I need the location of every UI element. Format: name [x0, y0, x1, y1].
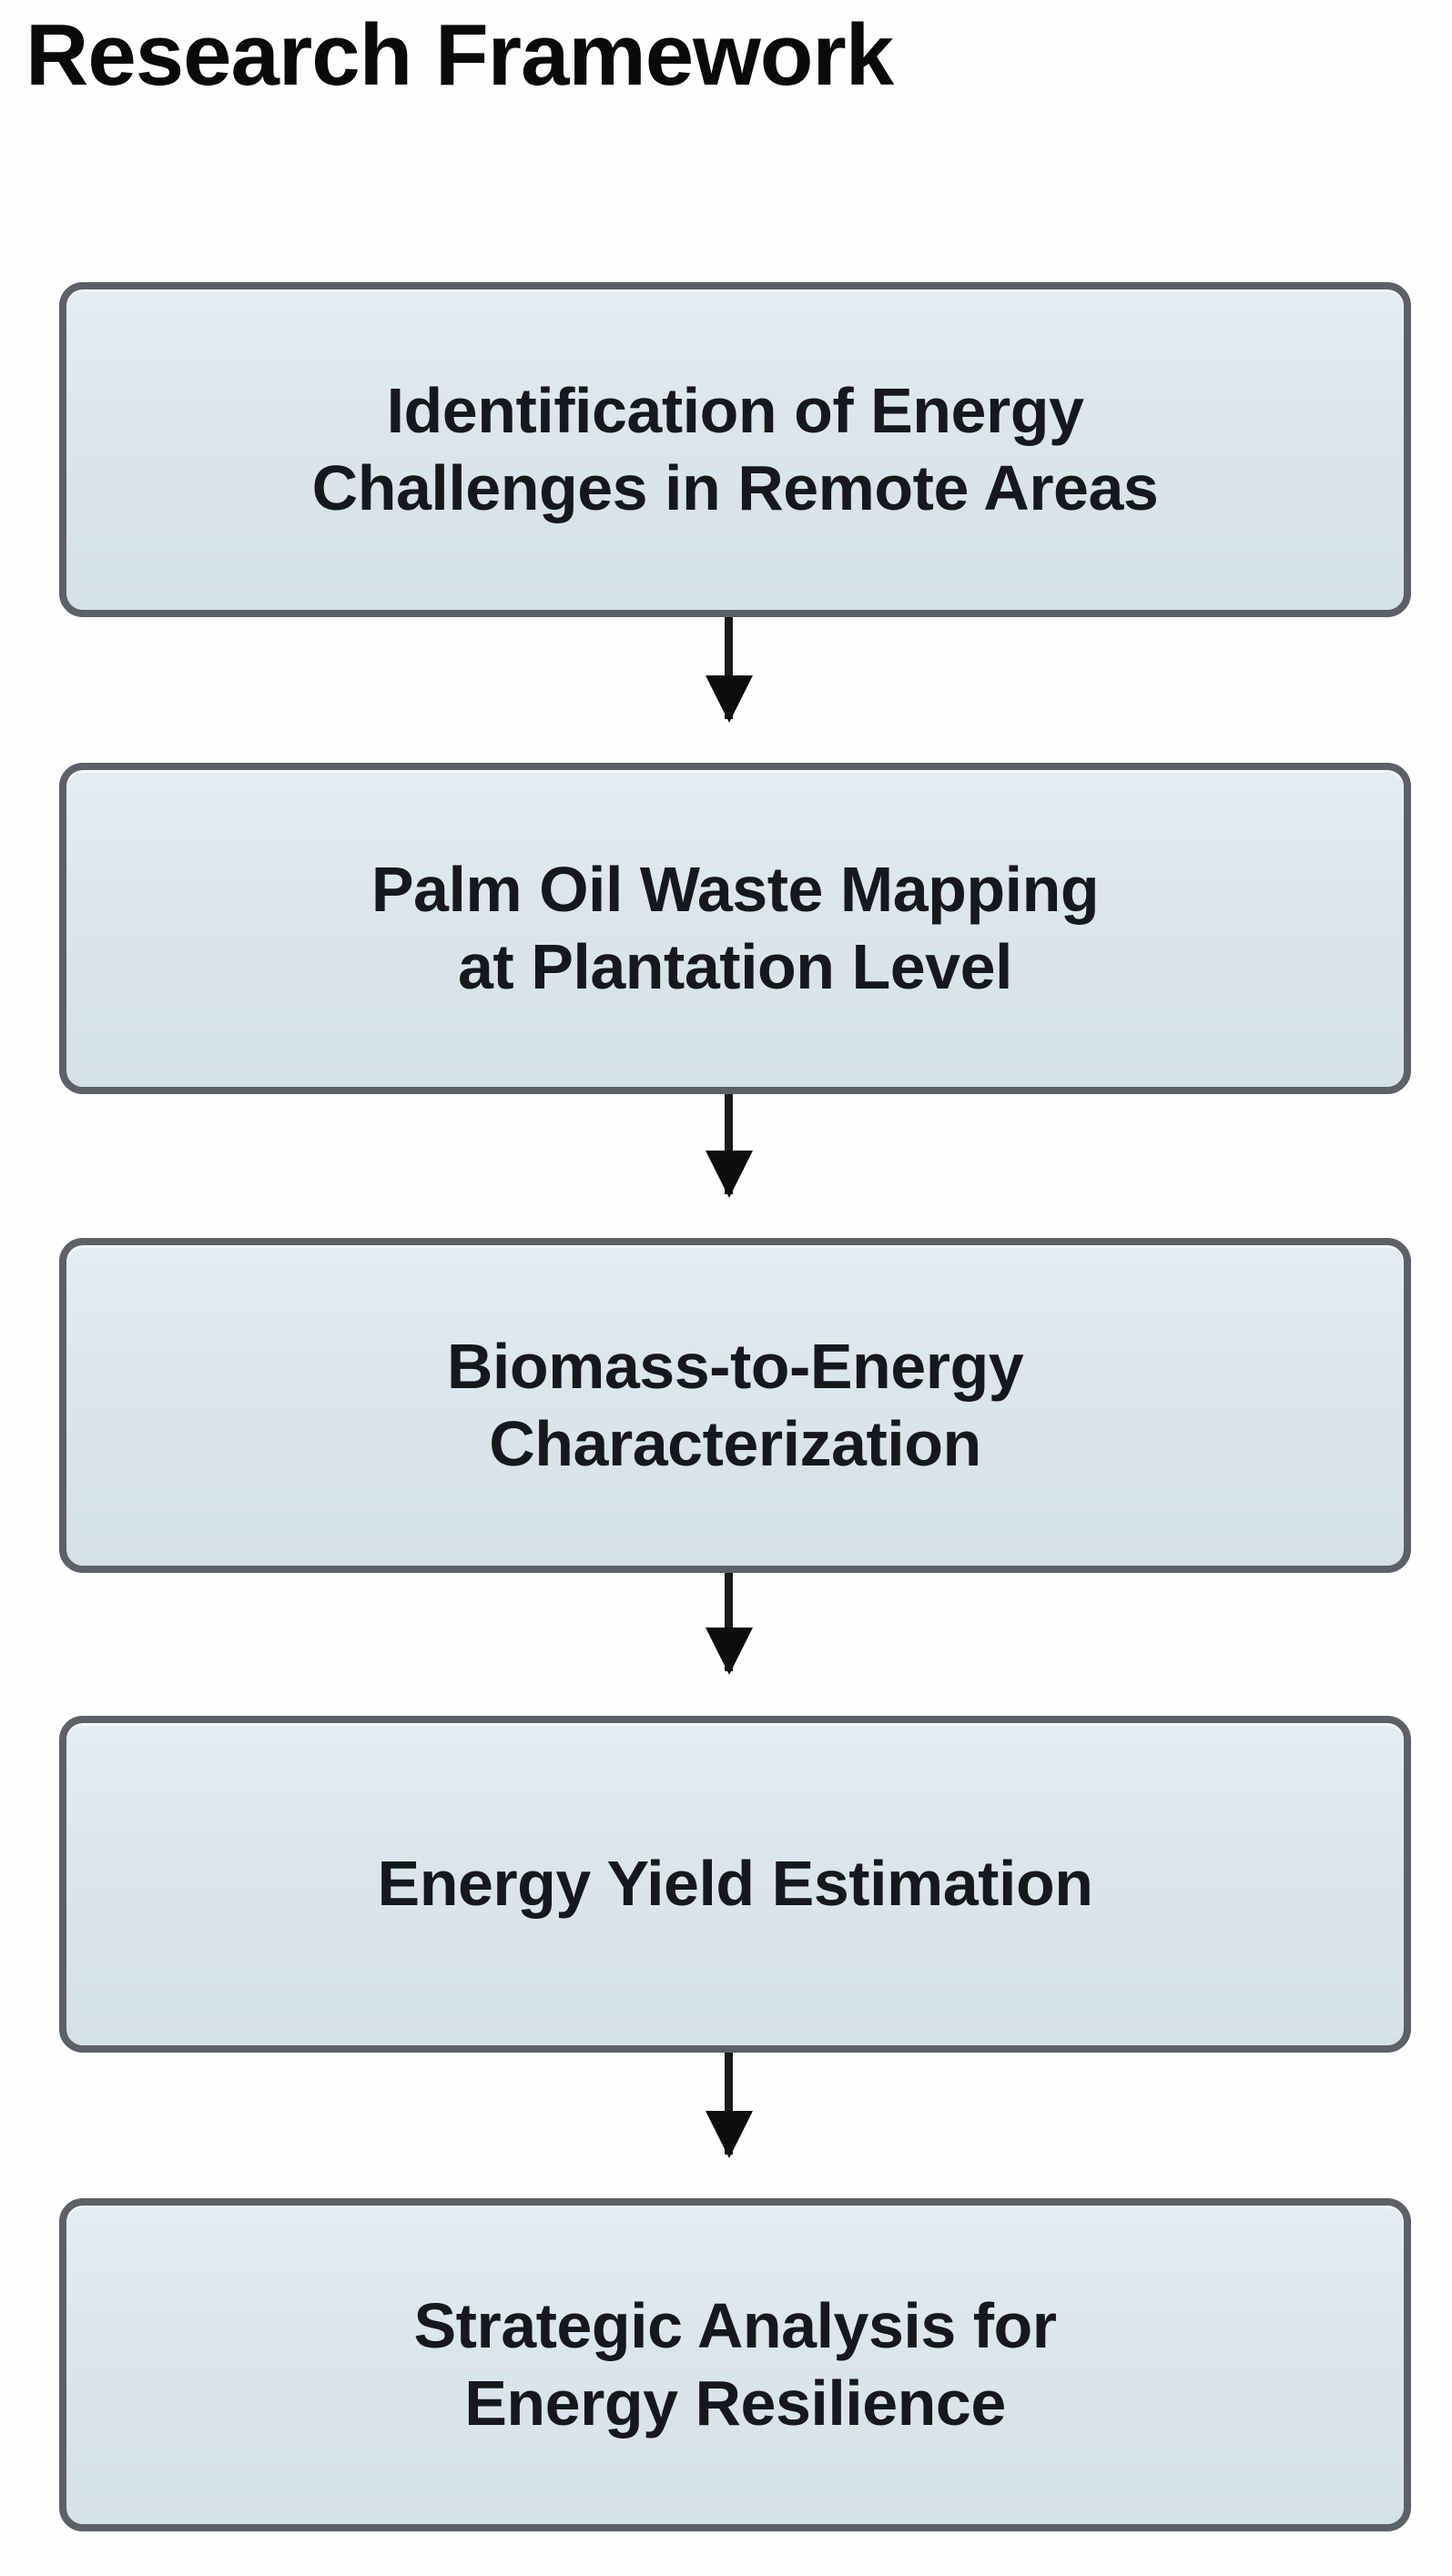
flow-node-3-line-2: Characterization [489, 1408, 981, 1479]
page-title: Research Framework [25, 6, 894, 104]
down-arrow-icon-2-to-3 [725, 1094, 733, 1194]
flow-node-3-line-1: Biomass-to-Energy [446, 1330, 1024, 1402]
flow-node-palm-oil-waste-mapping[interactable]: Palm Oil Waste Mapping at Plantation Lev… [59, 763, 1411, 1094]
flow-node-4-line-1: Energy Yield Estimation [377, 1848, 1093, 1920]
flow-node-1-line-2: Challenges in Remote Areas [311, 452, 1159, 523]
flow-node-5-text: Strategic Analysis for Energy Resilience [390, 2287, 1080, 2443]
flow-node-biomass-to-energy-characterization[interactable]: Biomass-to-Energy Characterization [59, 1238, 1411, 1573]
down-arrow-icon-1-to-2 [725, 617, 733, 719]
flow-node-2-line-2: at Plantation Level [458, 931, 1012, 1002]
flow-node-5-line-2: Energy Resilience [464, 2368, 1006, 2439]
flow-node-1-line-1: Identification of Energy [386, 374, 1084, 446]
flow-node-5-line-1: Strategic Analysis for [413, 2289, 1057, 2361]
flow-node-2-text: Palm Oil Waste Mapping at Plantation Lev… [348, 851, 1122, 1007]
flow-node-2-line-1: Palm Oil Waste Mapping [371, 853, 1100, 925]
down-arrow-icon-4-to-5 [725, 2053, 733, 2155]
flow-node-3-text: Biomass-to-Energy Characterization [423, 1328, 1047, 1484]
flow-node-energy-yield-estimation[interactable]: Energy Yield Estimation [59, 1716, 1411, 2053]
flow-node-identification-of-energy-challenges[interactable]: Identification of Energy Challenges in R… [59, 282, 1411, 617]
down-arrow-icon-3-to-4 [725, 1573, 733, 1671]
flow-node-4-text: Energy Yield Estimation [354, 1845, 1117, 1922]
flow-node-1-text: Identification of Energy Challenges in R… [289, 372, 1183, 528]
flow-node-strategic-analysis-for-energy-resilience[interactable]: Strategic Analysis for Energy Resilience [59, 2198, 1411, 2531]
